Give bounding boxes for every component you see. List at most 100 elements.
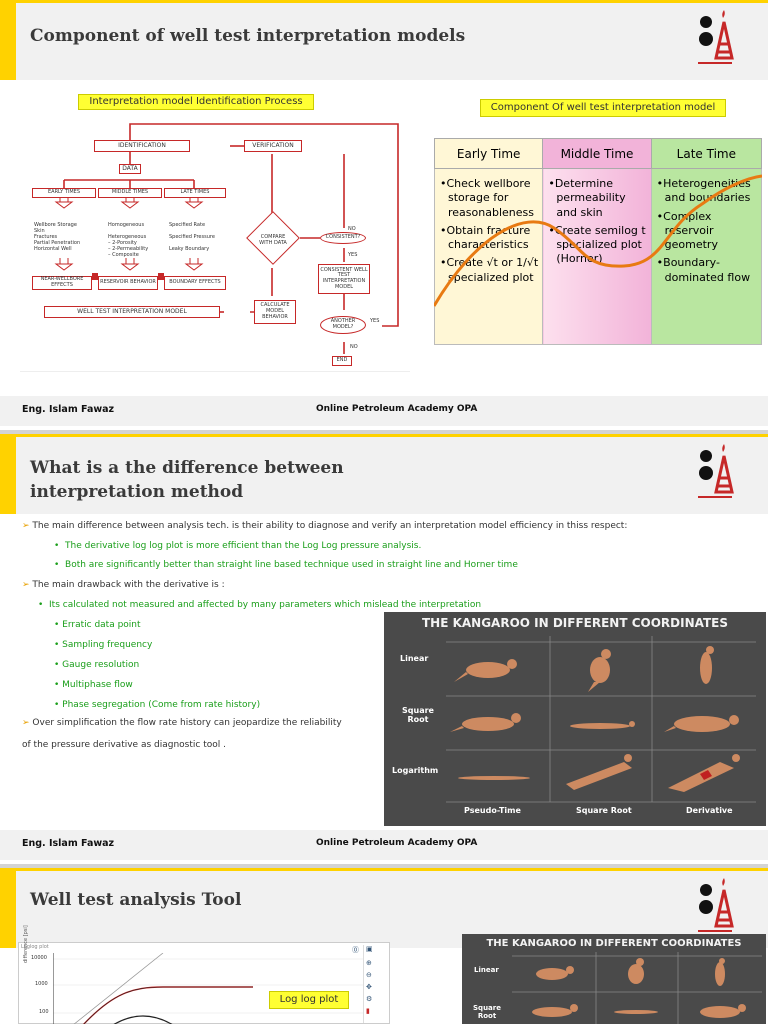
yellow-top-line xyxy=(0,434,768,437)
loglog-curves xyxy=(53,953,363,1024)
bullet-oversimplification: ➢ Over simplification the flow rate hist… xyxy=(22,718,342,728)
zoom-in-icon[interactable]: ⊕ xyxy=(366,959,372,967)
component-title: Component Of well test interpretation mo… xyxy=(480,99,726,117)
sub-bullet-item: • Erratic data point xyxy=(54,620,141,630)
end-box: END xyxy=(332,356,352,366)
another-model-decision: ANOTHER MODEL? xyxy=(320,316,366,334)
loglog-callout: Log log plot xyxy=(269,991,349,1009)
compare-label: COMPARE WITH DATA xyxy=(259,234,287,246)
marker-icon[interactable]: ▮ xyxy=(366,1007,370,1015)
bullet-text: Over simplification the flow rate histor… xyxy=(32,718,342,728)
early-times-list: Wellbore Storage Skin Fractures Partial … xyxy=(34,222,81,252)
row-label-linear: Linear xyxy=(400,654,429,663)
identification-box: IDENTIFICATION xyxy=(94,140,190,152)
pan-icon[interactable]: ✥ xyxy=(366,983,372,991)
row-label-square-root: Square Root xyxy=(473,1004,501,1020)
col-late-time: Late Time xyxy=(650,138,763,169)
opa-logo-icon xyxy=(698,444,734,498)
boundary-effects-box: BOUNDARY EFFECTS xyxy=(164,276,226,290)
kangaroo-icon xyxy=(715,958,725,986)
kangaroo-grid xyxy=(512,952,762,1024)
kangaroo-icon xyxy=(588,649,611,692)
middle-times-list: Homogeneous Heterogeneous – 2-Porosity –… xyxy=(108,222,149,258)
consistent-decision: CONSISTENT? xyxy=(320,232,366,244)
footer-org: Online Petroleum Academy OPA xyxy=(316,404,478,414)
yellow-accent-bar xyxy=(0,868,16,948)
zoom-out-icon[interactable]: ⊖ xyxy=(366,971,372,979)
sub-bullet-item: • Sampling frequency xyxy=(54,640,153,650)
yes-label: YES xyxy=(348,252,358,258)
calculate-box: CALCULATE MODEL BEHAVIOR xyxy=(254,300,296,324)
early-times-box: EARLY TIMES xyxy=(32,188,96,198)
bullet-diagnostic: of the pressure derivative as diagnostic… xyxy=(22,740,226,750)
middle-cell: Determine permeability and skinCreate se… xyxy=(542,168,652,345)
bullet-drawback: ➢ The main drawback with the derivative … xyxy=(22,580,225,590)
middle-time-item: Create semilog t specialized plot (Horne… xyxy=(546,224,647,267)
late-times-list: Specified Rate Specified Pressure Leaky … xyxy=(169,222,215,252)
verification-box: VERIFICATION xyxy=(244,140,302,152)
col-middle-time: Middle Time xyxy=(542,138,652,169)
row-label-linear: Linear xyxy=(474,966,499,974)
slide-header xyxy=(0,0,768,80)
data-box: DATA xyxy=(119,164,141,174)
no-label: NO xyxy=(348,226,356,232)
consistent-model-box: CONSISTENT WELL TEST INTERPRETATION MODE… xyxy=(318,264,370,294)
kangaroo-icon xyxy=(532,1004,578,1017)
slide-footer: Eng. Islam Fawaz Online Petroleum Academ… xyxy=(0,830,768,860)
loglog-plot-window: Loglog plot difference [psi] 10000 1000 … xyxy=(18,925,390,1024)
footer-author: Eng. Islam Fawaz xyxy=(22,838,115,849)
slide-footer: Eng. Islam Fawaz Online Petroleum Academ… xyxy=(0,396,768,426)
bullet-calculated: • Its calculated not measured and affect… xyxy=(38,600,482,610)
kangaroo-icon xyxy=(700,1004,746,1018)
help-icon[interactable]: ⓪ xyxy=(352,946,359,954)
kangaroo-icon xyxy=(450,713,521,732)
component-table: Early Time Middle Time Late Time Check w… xyxy=(433,138,763,345)
kangaroo-title: THE KANGAROO IN DIFFERENT COORDINATES xyxy=(486,938,742,949)
middle-time-item: Determine permeability and skin xyxy=(546,177,647,220)
late-cell: Heterogeneities and boundariesComplex re… xyxy=(650,168,763,345)
y-tick-100: 100 xyxy=(39,1009,49,1015)
save-icon[interactable]: ▣ xyxy=(366,945,373,953)
bullet-text: Both are significantly better than strai… xyxy=(65,560,518,570)
slide-1: Component of well test interpretation mo… xyxy=(0,0,768,430)
middle-times-box: MIDDLE TIMES xyxy=(98,188,162,198)
slide-title: Well test analysis Tool xyxy=(30,890,242,910)
kangaroo-grid xyxy=(446,636,756,803)
col-label-derivative: Derivative xyxy=(686,806,733,815)
col-label-pseudo-time: Pseudo-Time xyxy=(464,806,521,815)
reservoir-behavior-box: RESERVOIR BEHAVIOR xyxy=(98,276,158,290)
y-tick-1000: 1000 xyxy=(35,981,48,987)
bullet-derivative-efficient: • The derivative log log plot is more ef… xyxy=(54,541,422,551)
sub-bullet-item: • Gauge resolution xyxy=(54,660,140,670)
yellow-top-line xyxy=(0,0,768,3)
late-time-item: Complex reservoir geometry xyxy=(655,210,758,253)
kangaroo-panel: THE KANGAROO IN DIFFERENT COORDINATES Li… xyxy=(462,934,766,1024)
sub-bullet-item: • Multiphase flow xyxy=(54,680,133,690)
opa-logo-icon xyxy=(698,878,734,932)
slide-divider xyxy=(0,430,768,434)
early-time-item: Create √t or 1/√t specialized plot xyxy=(438,256,539,285)
kangaroo-icon xyxy=(614,1010,658,1014)
kangaroo-icon xyxy=(454,659,517,682)
settings-icon[interactable]: ⚙ xyxy=(366,995,373,1003)
slide-2: What is a the difference between interpr… xyxy=(0,434,768,864)
kangaroo-icon xyxy=(458,776,530,780)
plot-toolbar: ⓪ ▣ ⊕ ⊖ ✥ ⚙ ▮ xyxy=(352,945,385,1023)
late-time-item: Heterogeneities and boundaries xyxy=(655,177,758,206)
kangaroo-title: THE KANGAROO IN DIFFERENT COORDINATES xyxy=(421,616,729,630)
y-tick-10000: 10000 xyxy=(31,955,47,961)
early-cell: Check wellbore storage for reasonablenes… xyxy=(433,168,544,345)
kangaroo-icon xyxy=(668,754,740,792)
slide-divider xyxy=(0,864,768,868)
near-wellbore-effects-box: NEAR-WELLBORE EFFECTS xyxy=(32,276,92,290)
kangaroo-icon xyxy=(566,754,632,790)
kangaroo-icon xyxy=(664,715,739,732)
row-label-logarithm: Logarithm xyxy=(392,766,439,775)
footer-author: Eng. Islam Fawaz xyxy=(22,404,115,415)
slide-header xyxy=(0,434,768,514)
y-axis-label: difference [psi] xyxy=(23,925,29,963)
slide-title: Component of well test interpretation mo… xyxy=(30,26,466,46)
slide-3: Well test analysis Tool Loglog plot diff… xyxy=(0,868,768,1024)
slide-title: What is a the difference between interpr… xyxy=(30,458,344,502)
